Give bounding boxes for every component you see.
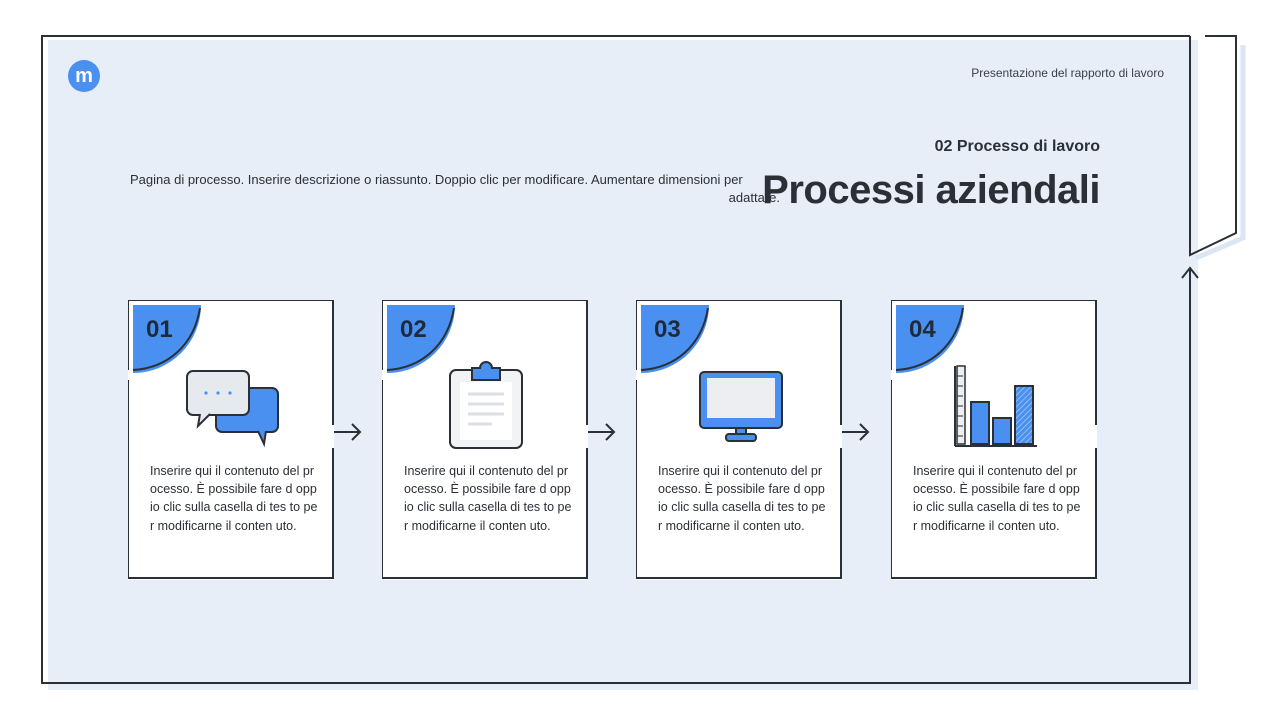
section-tag: 02 Processo di lavoro bbox=[934, 138, 1100, 155]
step-text: Inserire qui il contenuto del processo. … bbox=[150, 464, 318, 533]
description-line-2: adattare. bbox=[728, 190, 780, 205]
clipboard-icon bbox=[449, 361, 523, 449]
card-outline bbox=[382, 300, 588, 579]
card-outline bbox=[891, 300, 1097, 579]
bar-chart-icon bbox=[954, 365, 1037, 447]
step-text: Inserire qui il contenuto del processo. … bbox=[404, 464, 572, 533]
chat-bubbles-icon bbox=[186, 370, 279, 448]
process-step-card[interactable]: 01 Inserire qui il contenuto del process… bbox=[128, 300, 334, 580]
card-outline bbox=[128, 300, 334, 579]
process-step-card[interactable]: 02 Inserire qui il contenuto del process… bbox=[382, 300, 588, 580]
step-text: Inserire qui il contenuto del processo. … bbox=[913, 464, 1081, 533]
step-number: 01 bbox=[146, 316, 173, 343]
monitor-icon bbox=[699, 371, 783, 442]
step-text: Inserire qui il contenuto del processo. … bbox=[658, 464, 826, 533]
brand-logo: m bbox=[68, 60, 100, 92]
step-number: 03 bbox=[654, 316, 681, 343]
description-line-1: Pagina di processo. Inserire descrizione… bbox=[130, 172, 743, 187]
card-outline bbox=[636, 300, 842, 579]
step-number: 02 bbox=[400, 316, 427, 343]
process-step-card[interactable]: 04 Inserire qui il contenuto del process… bbox=[891, 300, 1097, 580]
step-number: 04 bbox=[909, 316, 936, 343]
logo-letter: m bbox=[75, 64, 93, 87]
page-description: Pagina di processo. Inserire descrizione… bbox=[130, 171, 790, 207]
process-step-card[interactable]: 03 Inserire qui il contenuto del process… bbox=[636, 300, 842, 580]
page-title: Processi aziendali bbox=[762, 168, 1100, 212]
presentation-label: Presentazione del rapporto di lavoro bbox=[971, 66, 1164, 80]
